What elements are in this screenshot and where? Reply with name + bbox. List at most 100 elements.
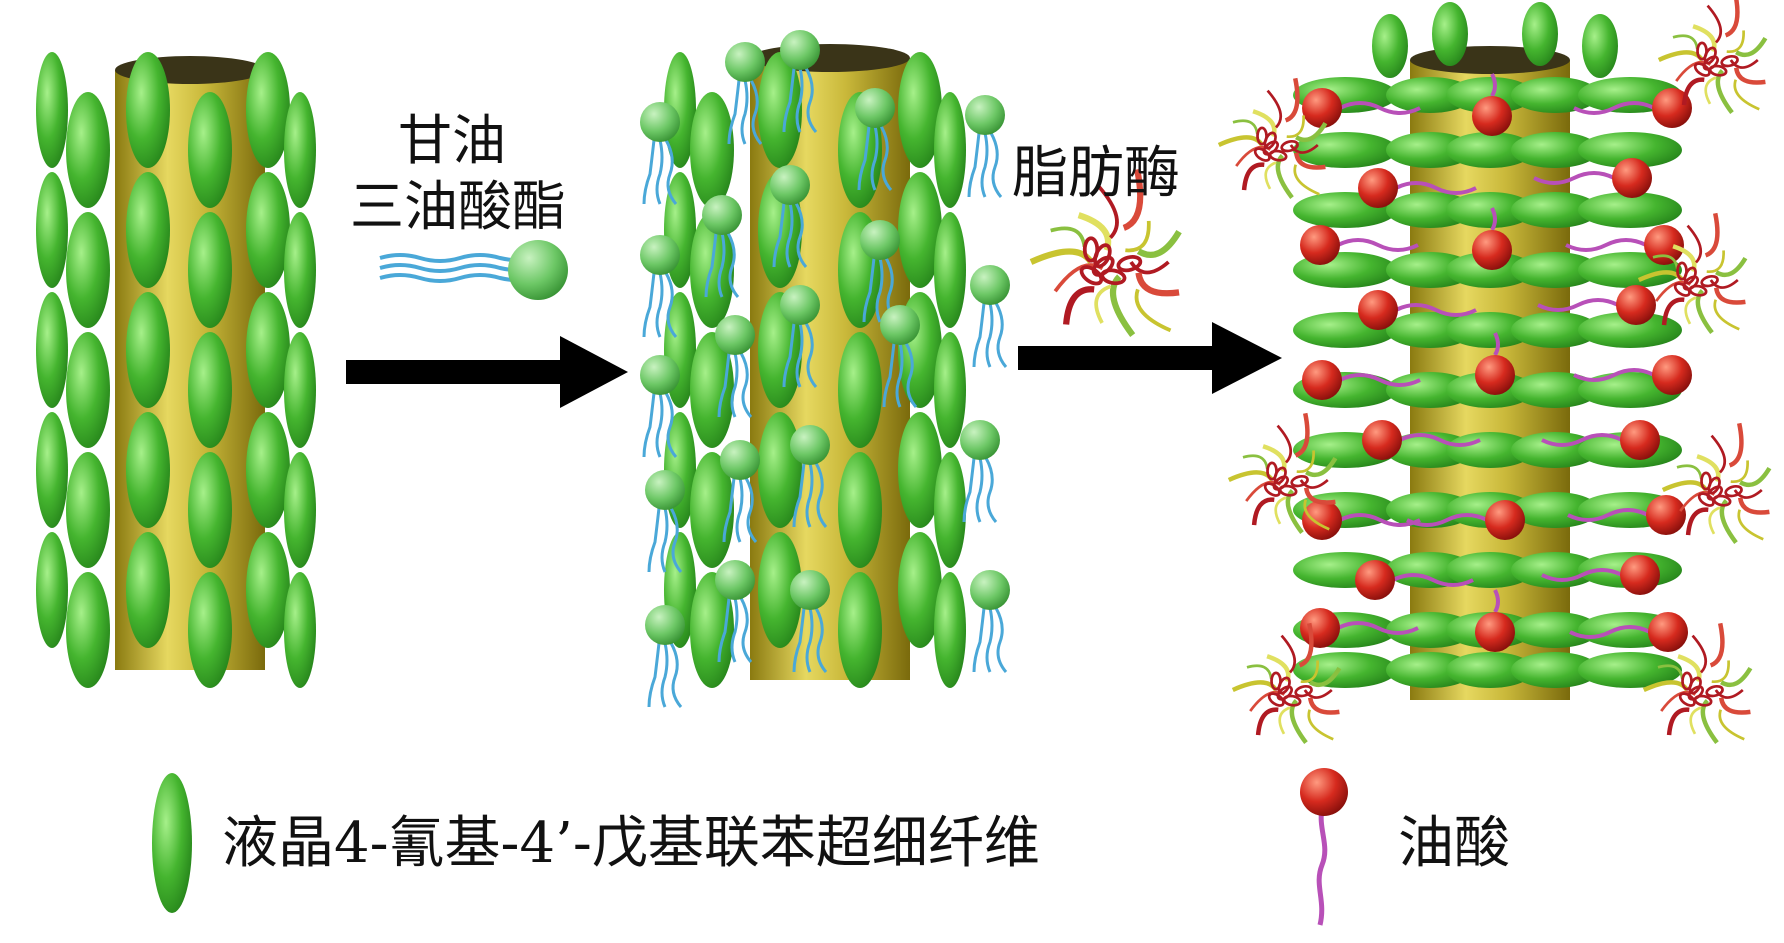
- oleic-acid-head: [1300, 608, 1340, 648]
- glycerol-head: [770, 165, 810, 205]
- fiber-after-lipase: [1217, 0, 1772, 745]
- oleic-tail: [1337, 621, 1419, 635]
- lipid-tail: [642, 272, 656, 338]
- legend-oleic-acid-label: 油酸: [1398, 811, 1510, 876]
- oleic-tail: [1533, 171, 1615, 185]
- glycerol-head: [720, 440, 760, 480]
- step1-reagent-label-line2: 三油酸酯: [350, 175, 566, 238]
- lipid-tail: [647, 507, 661, 573]
- step2-reagent-label: 脂肪酶: [1012, 141, 1180, 206]
- legend-lc-ellipse-icon: [152, 773, 192, 913]
- lc-molecule: [898, 412, 942, 528]
- lipid-tail: [730, 352, 739, 418]
- lipid-tail: [870, 125, 879, 191]
- oleic-tail: [1569, 625, 1651, 639]
- lc-molecule: [898, 52, 942, 168]
- lc-molecule: [1446, 132, 1534, 168]
- glycerol-head: [715, 560, 755, 600]
- lipid-tail: [972, 607, 986, 673]
- lc-molecule: [1511, 372, 1599, 408]
- lipid-tail: [862, 257, 876, 323]
- oleic-tail: [1406, 513, 1488, 527]
- lipid-tail: [722, 477, 736, 543]
- lipid-tail: [985, 607, 994, 673]
- lc-molecule: [66, 212, 110, 328]
- lc-molecule: [690, 572, 734, 688]
- lipase-enzyme: [1637, 212, 1748, 335]
- legend-oleic-acid-icon: [1300, 768, 1348, 926]
- lipid-tail: [642, 392, 656, 458]
- lc-molecule: [1582, 14, 1618, 78]
- oleic-acid-head: [1475, 355, 1515, 395]
- lc-molecule: [898, 172, 942, 288]
- lipid-tail: [739, 352, 753, 418]
- lipid-tail: [792, 607, 806, 673]
- lc-molecule: [36, 292, 68, 408]
- oleic-acid-head: [1612, 158, 1652, 198]
- lipid-tail: [967, 132, 981, 198]
- lipase-enzyme: [1661, 422, 1772, 545]
- oleic-tail: [1339, 101, 1421, 115]
- lc-molecule: [1578, 132, 1682, 168]
- oleic-tail: [1392, 573, 1474, 587]
- oleic-acid-head: [1646, 495, 1686, 535]
- lc-molecule: [284, 212, 316, 328]
- fiber-initial: [36, 52, 316, 688]
- lc-molecule: [126, 292, 170, 408]
- oleic-acid-head: [1302, 500, 1342, 540]
- lc-molecule: [934, 332, 966, 448]
- glycerol-head: [780, 30, 820, 70]
- oleic-acid-head: [1358, 290, 1398, 330]
- lc-molecule: [934, 212, 966, 328]
- lipase-enzyme-icon: [1029, 168, 1182, 338]
- lc-molecule: [246, 292, 290, 408]
- lc-molecule: [838, 572, 882, 688]
- lc-molecule: [36, 172, 68, 288]
- lipase-enzyme: [1217, 77, 1328, 200]
- glycerol-head: [970, 570, 1010, 610]
- lipid-tail: [795, 67, 804, 133]
- lc-molecule: [126, 172, 170, 288]
- oleic-acid-head: [1652, 88, 1692, 128]
- reaction-arrow-1: [346, 336, 628, 408]
- oleic-acid-head: [1652, 355, 1692, 395]
- lipid-tail: [660, 642, 669, 708]
- lipid-tail: [647, 642, 661, 708]
- lc-molecule: [126, 412, 170, 528]
- lc-molecule: [246, 532, 290, 648]
- oleic-tail: [1537, 298, 1619, 312]
- lc-molecule: [934, 572, 966, 688]
- glycerol-head: [880, 305, 920, 345]
- lipid-tail: [782, 322, 796, 388]
- lc-molecule: [758, 532, 802, 648]
- lc-molecule: [284, 572, 316, 688]
- lipid-tail: [704, 232, 718, 298]
- oleic-tail: [1567, 508, 1649, 522]
- oleic-tail: [1490, 207, 1497, 232]
- lipid-tail: [875, 257, 884, 323]
- lipid-tail: [814, 607, 828, 673]
- lc-molecule: [126, 52, 170, 168]
- lc-molecule: [188, 452, 232, 568]
- lc-molecule: [66, 572, 110, 688]
- lc-molecule: [1511, 132, 1599, 168]
- oleic-tail: [1339, 513, 1421, 527]
- lipase-enzyme: [1231, 622, 1342, 745]
- lc-molecule: [246, 172, 290, 288]
- lipid-tail: [985, 302, 994, 368]
- glycerol-head: [855, 88, 895, 128]
- lc-molecule: [758, 52, 802, 168]
- lc-molecule: [1446, 252, 1534, 288]
- lipid-tail: [772, 202, 786, 268]
- step1-reagent-label-line1: 甘油: [398, 109, 506, 172]
- lc-molecule: [838, 332, 882, 448]
- lc-molecule: [898, 532, 942, 648]
- lipid-tail: [895, 342, 904, 408]
- lc-molecule: [246, 52, 290, 168]
- lc-molecule: [1511, 312, 1599, 348]
- lipase-enzyme: [1227, 412, 1338, 535]
- glycerol-head: [645, 605, 685, 645]
- lc-molecule: [664, 52, 696, 168]
- lipid-tail: [879, 125, 893, 191]
- lc-molecule: [934, 92, 966, 208]
